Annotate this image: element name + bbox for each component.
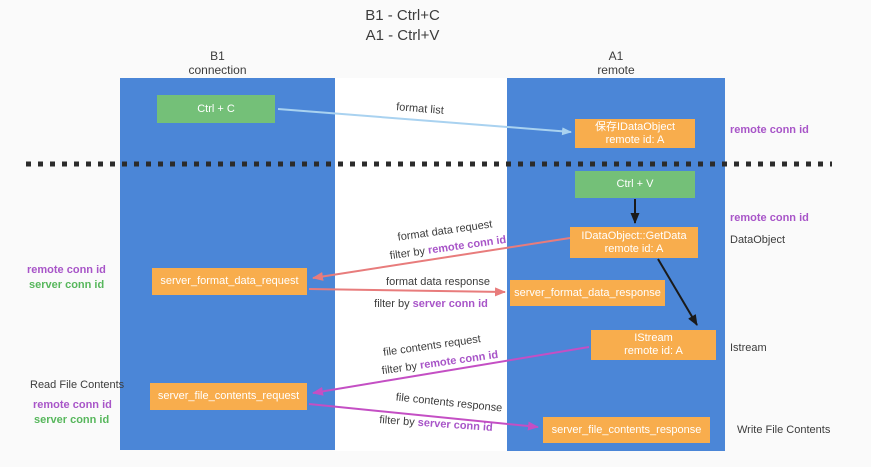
column-a1-role: remote [597, 63, 635, 77]
left-label-server-conn-id-2: server conn id [34, 414, 110, 426]
edge-label-filter-server-1: filter by server conn id [374, 298, 488, 310]
edge-label-format-data-response: format data response [386, 276, 490, 288]
node-ctrl-c: Ctrl + C [157, 95, 275, 123]
node-server-file-contents-request: server_file_contents_request [150, 383, 307, 410]
node-server-format-data-response: server_format_data_response [510, 280, 665, 306]
column-b1-role: connection [188, 63, 247, 77]
node-ctrl-v-label: Ctrl + V [616, 178, 654, 190]
filter-by-text: filter by [374, 298, 413, 310]
left-label-remote-conn-id-2: remote conn id [33, 399, 112, 411]
right-label-remote-conn-id-2: remote conn id [730, 212, 809, 224]
server-conn-id-text: server conn id [412, 298, 488, 310]
node-ctrl-v: Ctrl + V [575, 171, 695, 198]
node-save-idataobject: 保存IDataObject remote id: A [575, 119, 695, 148]
node-save-idataobject-line2: remote id: A [605, 133, 665, 146]
node-getdata-line1: IDataObject::GetData [581, 229, 687, 242]
title-line-1: B1 - Ctrl+C [365, 7, 440, 24]
left-label-remote-conn-id-1: remote conn id [27, 264, 106, 276]
node-istream: IStream remote id: A [591, 330, 716, 360]
node-istream-line1: IStream [634, 332, 673, 344]
left-label-read-file-contents: Read File Contents [30, 379, 125, 391]
node-getdata-line2: remote id: A [604, 242, 664, 255]
node-save-idataobject-line1: 保存IDataObject [594, 120, 676, 133]
node-format-response-label: server_format_data_response [514, 286, 661, 299]
node-server-file-contents-response: server_file_contents_response [543, 417, 710, 443]
right-label-dataobject: DataObject [730, 234, 786, 246]
column-header-b1: B1 connection [110, 49, 325, 77]
title-line-2: A1 - Ctrl+V [365, 27, 440, 44]
node-format-request-label: server_format_data_request [160, 275, 299, 287]
left-label-server-conn-id-1: server conn id [29, 279, 105, 291]
node-file-response-label: server_file_contents_response [551, 423, 702, 436]
column-b1-name: B1 [210, 49, 225, 63]
node-ctrl-c-label: Ctrl + C [197, 102, 235, 115]
right-label-remote-conn-id-1: remote conn id [730, 124, 809, 136]
node-file-request-label: server_file_contents_request [157, 390, 300, 402]
node-istream-line2: remote id: A [624, 345, 683, 357]
node-server-format-data-request: server_format_data_request [152, 268, 307, 295]
diagram-title: B1 - Ctrl+C A1 - Ctrl+V [285, 6, 520, 46]
right-label-write-file-contents: Write File Contents [737, 424, 831, 436]
column-header-a1: A1 remote [507, 49, 725, 77]
column-a1-name: A1 [608, 49, 624, 63]
node-idataobject-getdata: IDataObject::GetData remote id: A [570, 227, 698, 258]
right-label-istream: Istream [730, 342, 767, 354]
